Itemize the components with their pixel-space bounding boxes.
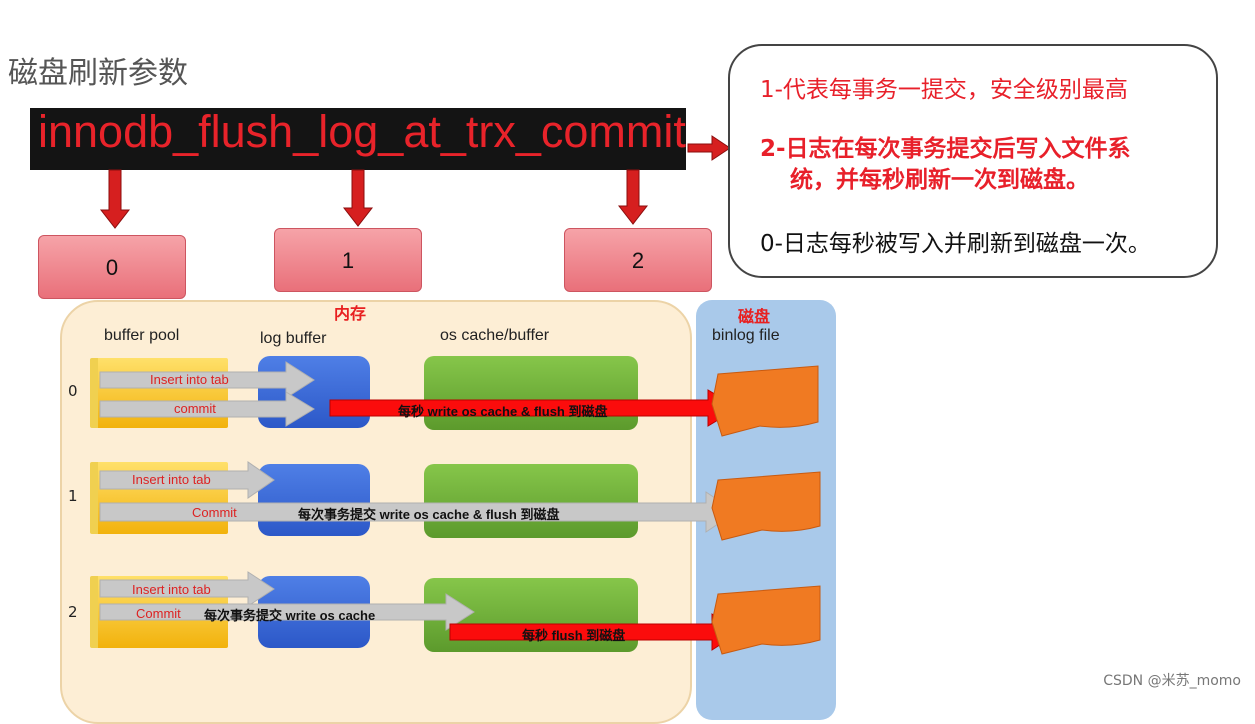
insert-text-1: Insert into tab: [132, 472, 211, 487]
desc-option-1: 1-代表每事务一提交，安全级别最高: [760, 77, 1128, 103]
desc-option-0: 0-日志每秒被写入并刷新到磁盘一次。: [760, 231, 1151, 257]
arrow-to-callout: [687, 135, 731, 161]
flush-text-0: 每秒 write os cache & flush 到磁盘: [398, 404, 608, 419]
watermark: CSDN @米苏_momo: [1103, 673, 1241, 689]
desc-option-2-line2: 统，并每秒刷新一次到磁盘。: [790, 167, 1089, 193]
arrow-to-option-0: [99, 169, 131, 229]
option-box-0: 0: [38, 235, 186, 299]
row-label-1: 1: [68, 487, 78, 505]
insert-text-0: Insert into tab: [150, 372, 229, 387]
commit-text-2: Commit: [136, 606, 181, 621]
disk-label: 磁盘: [738, 307, 771, 326]
log-buffer-box-1: [258, 464, 370, 536]
desc-option-2-line1: 2-日志在每次事务提交后写入文件系: [760, 136, 1131, 162]
arrow-insert-0: [99, 361, 315, 399]
commit-text-1: Commit: [192, 505, 237, 520]
binlog-shape-1: [711, 471, 821, 541]
flow-arrows: [99, 361, 821, 655]
row-label-2: 2: [68, 603, 78, 621]
write-text-2: 每次事务提交 write os cache: [204, 608, 376, 623]
flush-text-2: 每秒 flush 到磁盘: [522, 628, 626, 643]
arrow-to-option-2: [617, 169, 649, 225]
binlog-shape-0: [711, 365, 819, 437]
arrow-commit-2: [99, 593, 475, 631]
os-cache-box-1: [424, 464, 638, 538]
arrow-to-option-1: [342, 169, 374, 227]
flush-text-1: 每次事务提交 write os cache & flush 到磁盘: [298, 507, 560, 522]
commit-text-0: commit: [174, 401, 216, 416]
arrow-commit-0: [99, 391, 315, 427]
parameter-name: innodb_flush_log_at_trx_commit: [38, 106, 686, 157]
header-binlog-file: binlog file: [712, 327, 780, 344]
parameter-arrows: [99, 135, 731, 229]
arrow-insert-2: [99, 571, 275, 607]
description-callout: 1-代表每事务一提交，安全级别最高 2-日志在每次事务提交后写入文件系 统，并每…: [728, 44, 1218, 278]
binlog-shape-2: [711, 585, 821, 655]
row-label-0: 0: [68, 382, 78, 400]
header-os-cache: os cache/buffer: [440, 327, 550, 344]
insert-text-2: Insert into tab: [132, 582, 211, 597]
os-cache-box-0: [424, 356, 638, 430]
parameter-bar: [30, 108, 686, 170]
option-box-2: 2: [564, 228, 712, 292]
page-title: 磁盘刷新参数: [8, 56, 188, 91]
option-box-1: 1: [274, 228, 422, 292]
header-log-buffer: log buffer: [260, 330, 327, 347]
header-buffer-pool: buffer pool: [104, 327, 180, 344]
desc-option-2: 2-日志在每次事务提交后写入文件系 统，并每秒刷新一次到磁盘。: [760, 134, 1198, 196]
arrow-insert-1: [99, 461, 275, 499]
memory-label: 内存: [334, 304, 367, 323]
